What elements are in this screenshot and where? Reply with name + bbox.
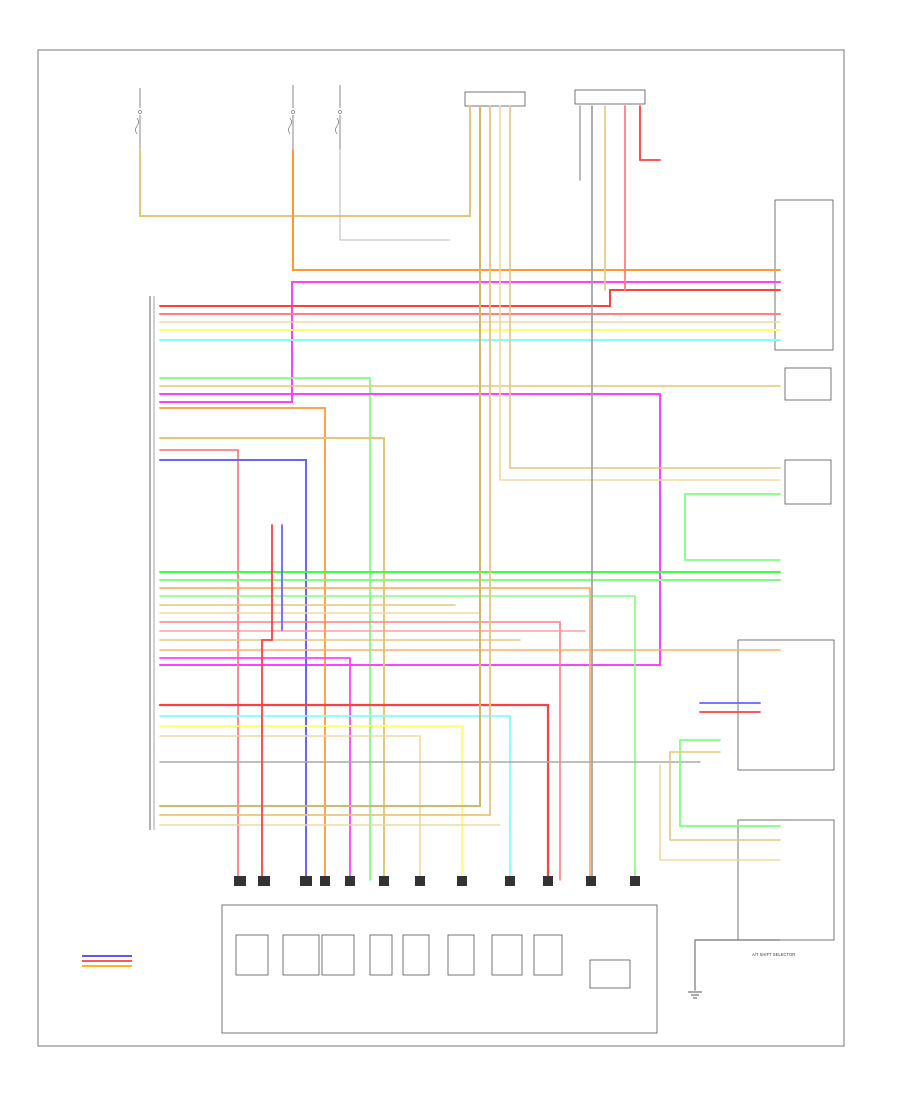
wire-orange-3 xyxy=(159,587,591,881)
control-unit-pin-strip xyxy=(149,296,155,830)
legend xyxy=(82,955,132,967)
solenoid-box-4 xyxy=(491,934,523,976)
top-fuse-block-right xyxy=(335,85,342,150)
wire-red-5 xyxy=(261,524,273,881)
ground-symbol xyxy=(688,991,702,999)
bottom-connector-pins xyxy=(234,876,640,886)
wire-tan-fuse-left xyxy=(139,105,471,217)
wire-magenta-2 xyxy=(159,393,661,666)
wire-red-1 xyxy=(159,289,781,307)
wire-yellow-2 xyxy=(159,725,463,881)
shift-selector-lower xyxy=(737,819,835,941)
bottom-harness-frame xyxy=(221,904,658,1034)
wire-green-5 xyxy=(159,595,636,881)
solenoid-box-5 xyxy=(533,934,563,976)
top-right-connector xyxy=(574,89,646,105)
ground-box xyxy=(589,959,631,989)
wire-orange-fuse-mid xyxy=(292,149,781,271)
turbine-sensor-box xyxy=(784,367,832,401)
shift-selector-upper xyxy=(737,639,835,771)
wire-layer xyxy=(139,105,781,991)
top-sensor-connector xyxy=(464,91,526,107)
wire-blue-1 xyxy=(159,459,307,881)
output-speed-sensor-box xyxy=(784,459,832,505)
wire-tan-12 xyxy=(159,105,491,816)
wire-tan-4 xyxy=(159,437,385,881)
wire-tan-11 xyxy=(159,105,481,807)
solenoid-box-1 xyxy=(369,934,393,976)
top-fuse-block-mid xyxy=(288,85,295,150)
wire-red-2 xyxy=(158,703,550,882)
wire-gray-5 xyxy=(339,149,451,241)
sensor-box-3 xyxy=(321,934,355,976)
wire-pink-3 xyxy=(159,621,561,881)
svg-text:A/T SHIFT SELECTOR: A/T SHIFT SELECTOR xyxy=(752,952,795,957)
wire-tan-6 xyxy=(499,105,781,481)
wire-magenta-3 xyxy=(159,657,351,881)
wire-tan-5 xyxy=(509,105,781,469)
wire-magenta-1 xyxy=(159,281,781,403)
wire-lightblue-2 xyxy=(159,715,511,881)
diagram-frame xyxy=(37,49,845,1047)
wire-gray-4 xyxy=(694,939,781,991)
sensor-box-1 xyxy=(235,934,269,976)
solenoid-box-3 xyxy=(447,934,475,976)
wire-green-6 xyxy=(679,739,781,827)
wire-red-3 xyxy=(639,105,661,161)
wire-orange-2 xyxy=(159,407,326,881)
sensor-box-2 xyxy=(282,934,320,976)
top-fuse-block-left xyxy=(135,88,142,150)
wire-green-1 xyxy=(159,377,371,881)
solenoid-box-2 xyxy=(402,934,430,976)
wire-tan-10 xyxy=(159,735,421,881)
wire-tan-16 xyxy=(659,764,781,861)
wire-green-2 xyxy=(684,493,781,561)
wire-tan-15 xyxy=(669,751,781,841)
transmission-range-switch xyxy=(774,199,834,351)
